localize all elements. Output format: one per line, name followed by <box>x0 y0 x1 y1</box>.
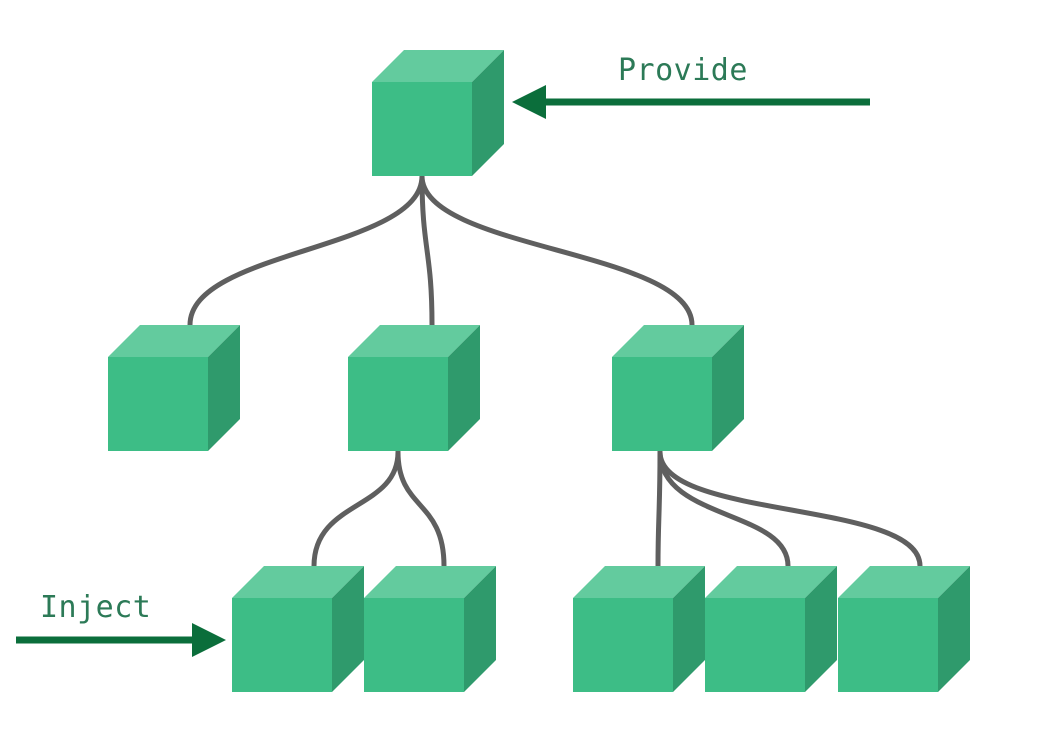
connector-root-to-child-2 <box>419 173 435 328</box>
child-component-cube-1 <box>108 325 240 451</box>
inject-arrow <box>16 623 226 657</box>
cubes <box>108 50 970 692</box>
connector-child-3-to-grandchild-5 <box>657 449 923 569</box>
inject-label: Inject <box>40 590 151 625</box>
inject-arrow-head <box>192 623 226 657</box>
connectors <box>187 173 923 569</box>
grandchild-component-cube-5 <box>838 566 970 692</box>
grandchild-component-cube-4 <box>705 566 837 692</box>
connector-child-2-to-grandchild-2 <box>395 449 447 569</box>
grandchild-component-cube-3 <box>573 566 705 692</box>
root-component-cube <box>372 50 504 176</box>
grandchild-component-cube-1 <box>232 566 364 692</box>
connector-child-3-to-grandchild-3 <box>655 449 663 569</box>
child-component-cube-2 <box>348 325 480 451</box>
connector-child-3-to-grandchild-4 <box>657 449 791 569</box>
provide-arrow <box>512 85 870 119</box>
connector-root-to-child-1 <box>187 173 425 328</box>
provide-label: Provide <box>618 53 748 88</box>
provide-arrow-head <box>512 85 546 119</box>
grandchild-component-cube-2 <box>364 566 496 692</box>
child-component-cube-3 <box>612 325 744 451</box>
connector-root-to-child-3 <box>419 173 695 328</box>
connector-child-2-to-grandchild-1 <box>311 449 401 569</box>
